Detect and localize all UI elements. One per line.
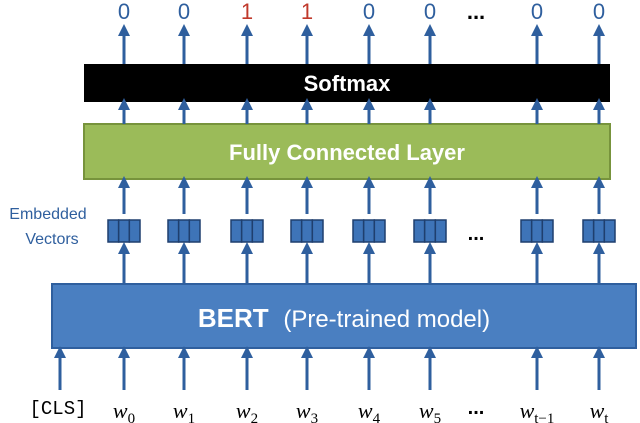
vector-cell [541,219,554,243]
embedded-vector [582,219,616,243]
input-token: w1 [173,398,195,423]
embedded-label-line1: Embedded [9,206,86,223]
output-value: 0 [424,0,436,24]
output-value: 0 [178,0,190,24]
bert-subtitle: (Pre-trained model) [283,306,490,333]
vector-cell [251,219,264,243]
fully-connected-label: Fully Connected Layer [229,140,465,165]
input-tokens: w0 w1 w2 w3 w4 w5... wt−1 wt [113,397,609,423]
output-ellipsis: ... [467,0,485,24]
vector-cell [240,219,254,243]
vector-cell [188,219,201,243]
input-ellipsis: ... [468,397,485,419]
vector-cell [230,219,243,243]
vector-cell [117,219,131,243]
embedded-vector [107,219,141,243]
embedded-vector [230,219,264,243]
bert-title: BERT [198,303,269,333]
output-value: 0 [531,0,543,24]
vector-cell [177,219,191,243]
vector-cell [167,219,180,243]
cls-token-label: [CLS] [29,398,86,420]
vector-cell [582,219,595,243]
vector-cell [128,219,141,243]
vector-cell [107,219,120,243]
embedded-ellipsis: ... [468,223,485,245]
embedded-vector [167,219,201,243]
vector-cell [530,219,544,243]
embedded-vector [352,219,386,243]
vector-cell [362,219,376,243]
input-token: wt−1 [520,398,555,423]
vector-cell [592,219,606,243]
input-token: wt [590,398,610,423]
vector-cell [352,219,365,243]
flow-arrows [54,24,605,390]
embedded-vector [290,219,324,243]
fully-connected-block [83,123,611,180]
embedded-label-line2: Vectors [25,231,78,248]
vector-cell [434,219,447,243]
bert-block [51,283,637,349]
input-token: w5 [419,398,441,423]
vector-cell [603,219,616,243]
embedded-vectors: ... [107,219,616,245]
softmax-label: Softmax [304,71,392,96]
vector-cell [290,219,303,243]
vector-cell [423,219,437,243]
output-value: 0 [118,0,130,24]
input-token: w2 [236,398,258,423]
vector-cell [300,219,314,243]
output-labels: 0 0 1 1 0 0... 0 0 [118,0,605,24]
vector-cell [373,219,386,243]
embedded-vector [413,219,447,243]
input-token: w0 [113,398,135,423]
vector-cell [311,219,324,243]
softmax-block [84,64,610,102]
output-value: 0 [363,0,375,24]
input-token: w4 [358,398,381,423]
vector-cell [413,219,426,243]
bert-label: BERT (Pre-trained model) [198,303,490,333]
output-value: 0 [593,0,605,24]
vector-cell [520,219,533,243]
output-value: 1 [241,0,253,24]
embedded-vector [520,219,554,243]
input-token: w3 [296,398,318,423]
output-value: 1 [301,0,313,24]
